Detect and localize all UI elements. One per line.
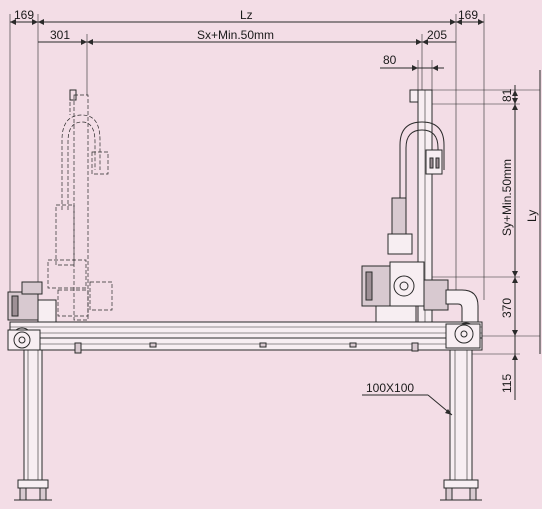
dim-beam-height: 115 (500, 374, 514, 393)
main-beam (9, 321, 483, 354)
dim-stroke-y: Sy+Min.50mm (500, 159, 514, 236)
dim-column-width: 80 (383, 53, 397, 67)
dim-base-height: 370 (500, 298, 514, 318)
dim-top-height: 81 (500, 88, 514, 102)
dim-left-offset: 301 (50, 28, 70, 42)
post-section-label: 100X100 (366, 381, 414, 395)
dim-overall-height: Ly (525, 210, 539, 222)
left-post (14, 349, 52, 501)
dim-right-offset: 205 (427, 28, 447, 42)
dim-stroke-x: Sx+Min.50mm (197, 28, 274, 42)
dim-right-end: 169 (458, 8, 478, 22)
left-phantom-column (47, 89, 113, 321)
dim-overall-length: Lz (240, 8, 253, 22)
left-end-drive (7, 281, 57, 351)
dim-left-end: 169 (14, 8, 34, 22)
post-section-callout (362, 394, 453, 416)
right-column (361, 89, 481, 349)
right-dimension-lines (430, 70, 541, 400)
top-dimension-lines (9, 14, 485, 300)
right-post (440, 349, 482, 501)
